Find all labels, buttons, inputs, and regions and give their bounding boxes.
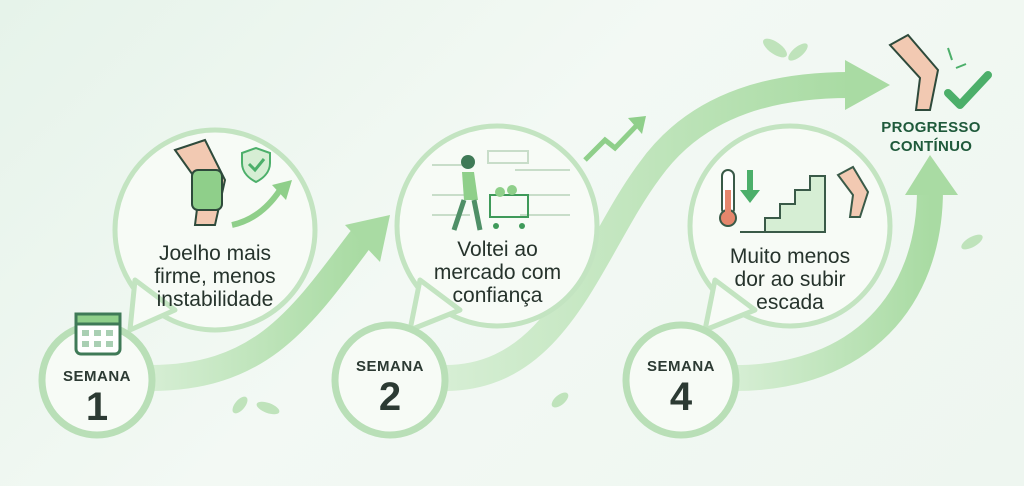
week-label: SEMANA (62, 368, 131, 385)
knee-joint-icon (836, 165, 870, 218)
text-line: Joelho mais (158, 242, 272, 265)
text-line: mercado com (433, 261, 562, 284)
text-line: dor ao subir (734, 268, 846, 291)
speech-bubble-1 (112, 127, 318, 333)
shopping-cart-scene (432, 150, 570, 231)
text-line: escada (756, 291, 824, 314)
progress-arrow-2 (444, 72, 851, 391)
final-line-1: PROGRESSO (881, 119, 981, 136)
shield-check-icon (241, 146, 271, 184)
trend-arrow-icon (583, 120, 642, 162)
week-4-label: SEMANA 4 (631, 358, 731, 419)
arrow-head-2 (845, 60, 890, 110)
knee-brace-icon (173, 138, 227, 226)
final-progress-label: PROGRESSO CONTÍNUO (866, 118, 996, 156)
calendar-icon (74, 312, 122, 356)
week-number: 2 (378, 375, 402, 419)
week-2-label: SEMANA 2 (340, 358, 440, 419)
week-label: SEMANA (646, 358, 715, 375)
step-1-text: Joelho mais firme, menos instabilidade (140, 242, 290, 311)
thermometer-icon (719, 169, 737, 227)
week-number: 4 (669, 375, 693, 419)
progress-arrow-1 (137, 227, 373, 391)
progress-arrow-3 (734, 189, 943, 391)
text-line: Muito menos (729, 245, 851, 268)
text-line: firme, menos (154, 265, 276, 288)
checkmark-icon (944, 71, 992, 109)
final-line-2: CONTÍNUO (889, 138, 973, 155)
week-label: SEMANA (355, 358, 424, 375)
text-line: Voltei ao (457, 238, 538, 261)
week-circle-2 (331, 321, 449, 439)
step-2-text: Voltei ao mercado com confiança (420, 238, 575, 307)
down-arrow-icon (740, 170, 760, 203)
leaf-decoration (232, 38, 983, 415)
healthy-knee-icon (888, 33, 967, 111)
step-3-text: Muito menos dor ao subir escada (715, 245, 865, 314)
text-line: confiança (452, 284, 543, 307)
week-circle-4 (622, 321, 740, 439)
week-number: 1 (85, 385, 109, 429)
curved-arrow-icon (231, 188, 283, 228)
stairs-icon (740, 175, 826, 233)
week-1-label: SEMANA 1 (47, 368, 147, 429)
arrow-head-1 (345, 215, 390, 262)
arrow-head-3 (905, 155, 958, 195)
text-line: instabilidade (156, 288, 274, 311)
